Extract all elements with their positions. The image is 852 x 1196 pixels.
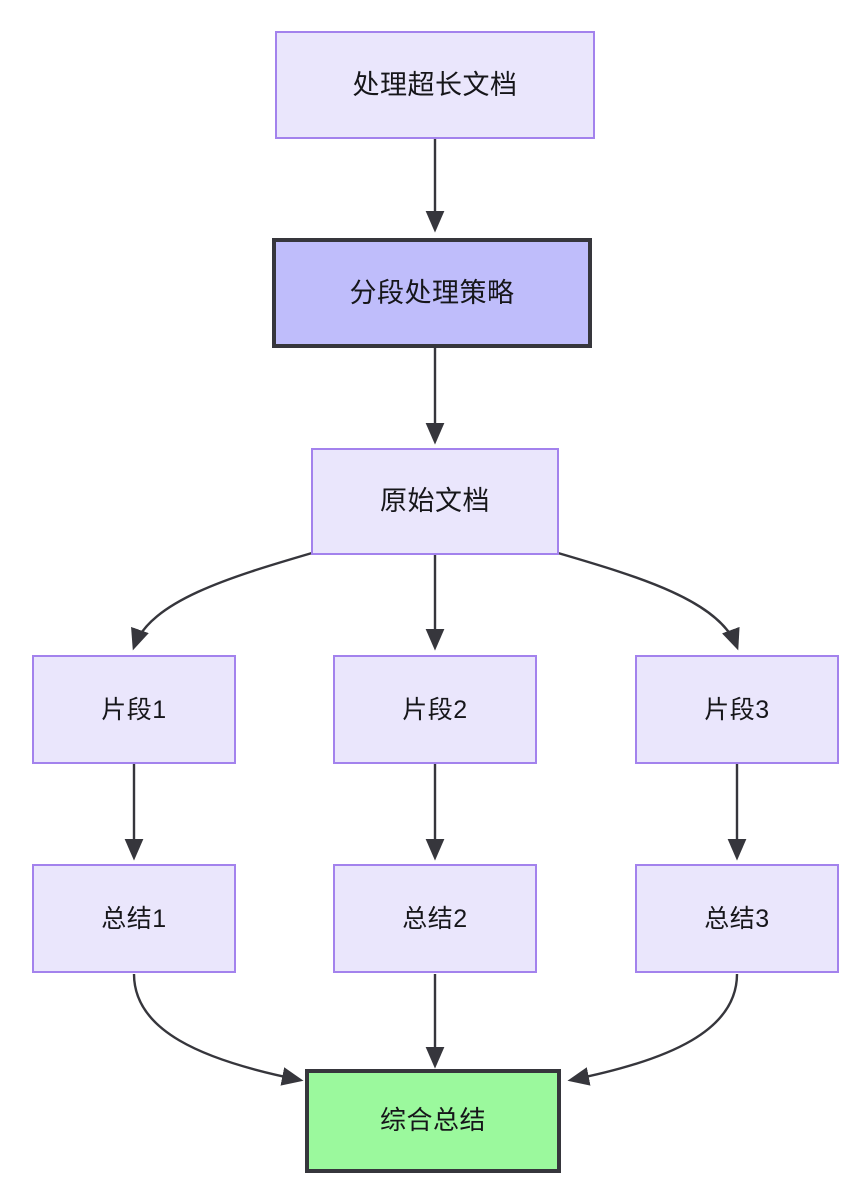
node-summary-2-label: 总结2 (402, 904, 468, 933)
node-fragment-3[interactable]: 片段3 (635, 655, 839, 764)
node-summary-3[interactable]: 总结3 (635, 864, 839, 973)
node-fragment-2-label: 片段2 (402, 695, 468, 724)
node-summary-1-label: 总结1 (101, 904, 167, 933)
node-long-document[interactable]: 处理超长文档 (275, 31, 595, 139)
node-final-summary[interactable]: 综合总结 (305, 1069, 561, 1173)
edge-summary-3-to-final-summary (567, 973, 739, 1086)
node-summary-3-label: 总结3 (704, 904, 770, 933)
node-chunk-strategy[interactable]: 分段处理策略 (272, 238, 592, 348)
node-long-document-label: 处理超长文档 (352, 69, 518, 100)
node-chunk-strategy-label: 分段处理策略 (349, 277, 515, 308)
node-source-document[interactable]: 原始文档 (311, 448, 559, 555)
node-summary-1[interactable]: 总结1 (32, 864, 236, 973)
node-summary-2[interactable]: 总结2 (333, 864, 537, 973)
node-fragment-3-label: 片段3 (704, 695, 770, 724)
edge-source-document-to-fragment-1 (131, 551, 313, 651)
node-final-summary-label: 综合总结 (379, 1105, 486, 1136)
edge-source-document-to-fragment-3 (557, 551, 740, 651)
node-source-document-label: 原始文档 (380, 486, 490, 517)
node-fragment-1[interactable]: 片段1 (32, 655, 236, 764)
edge-summary-1-to-final-summary (132, 973, 304, 1086)
node-fragment-1-label: 片段1 (101, 695, 167, 724)
node-fragment-2[interactable]: 片段2 (333, 655, 537, 764)
